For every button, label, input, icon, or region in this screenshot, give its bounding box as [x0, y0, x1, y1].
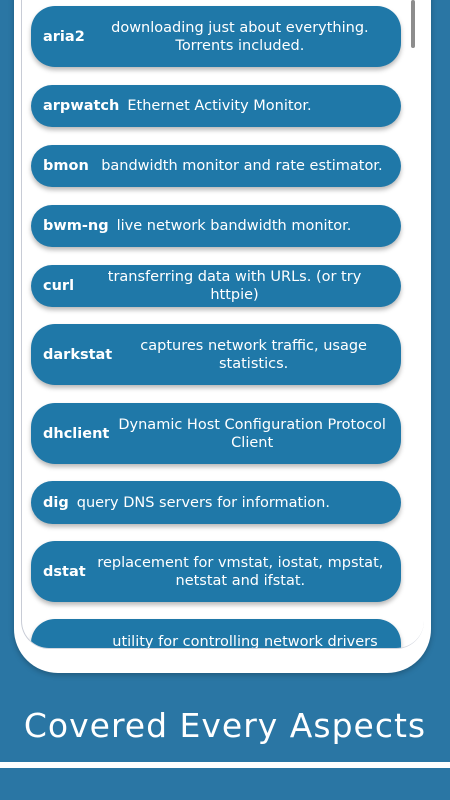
- command-description: Dynamic Host Configuration Protocol Clie…: [118, 416, 386, 451]
- command-name: dig: [43, 494, 69, 511]
- command-card-aria2[interactable]: aria2 downloading just about everything.…: [31, 6, 401, 67]
- command-name: arpwatch: [43, 98, 120, 114]
- command-card-bmon[interactable]: bmon bandwidth monitor and rate estimato…: [31, 145, 401, 187]
- command-description: query DNS servers for information.: [76, 494, 330, 511]
- phone-frame: aria2 downloading just about everything.…: [14, 0, 431, 673]
- footer-tagline: Covered Every Aspects: [23, 706, 427, 745]
- command-name: dstat: [43, 563, 86, 580]
- command-name: dhclient: [43, 425, 110, 442]
- command-card-darkstat[interactable]: darkstat captures network traffic, usage…: [31, 324, 401, 385]
- command-card-partial[interactable]: utility for controlling network drivers …: [31, 619, 401, 649]
- command-description: bandwidth monitor and rate estimator.: [101, 158, 383, 174]
- command-description: utility for controlling network drivers …: [112, 634, 378, 649]
- command-description: downloading just about everything. Torre…: [111, 19, 369, 54]
- command-description: live network bandwidth monitor.: [116, 218, 352, 234]
- command-name: bmon: [43, 158, 89, 174]
- command-name: darkstat: [43, 346, 113, 363]
- command-card-curl[interactable]: curl transferring data with URLs. (or tr…: [31, 265, 401, 307]
- command-card-arpwatch[interactable]: arpwatch Ethernet Activity Monitor.: [31, 85, 401, 127]
- command-card-dig[interactable]: dig query DNS servers for information.: [31, 481, 401, 524]
- command-card-bwm-ng[interactable]: bwm-ng live network bandwidth monitor.: [31, 205, 401, 247]
- command-card-dhclient[interactable]: dhclient Dynamic Host Configuration Prot…: [31, 403, 401, 464]
- command-description: replacement for vmstat, iostat, mpstat, …: [97, 554, 384, 589]
- command-description: transferring data with URLs. (or try htt…: [107, 269, 362, 303]
- command-card-dstat[interactable]: dstat replacement for vmstat, iostat, mp…: [31, 541, 401, 602]
- bottom-divider: [0, 762, 450, 768]
- command-description: captures network traffic, usage statisti…: [140, 337, 367, 372]
- command-description: Ethernet Activity Monitor.: [127, 98, 312, 114]
- command-name: curl: [43, 278, 75, 294]
- command-list-screen: aria2 downloading just about everything.…: [21, 0, 424, 649]
- command-name: bwm-ng: [43, 218, 109, 234]
- scrollbar[interactable]: [411, 0, 415, 48]
- command-name: aria2: [43, 28, 85, 45]
